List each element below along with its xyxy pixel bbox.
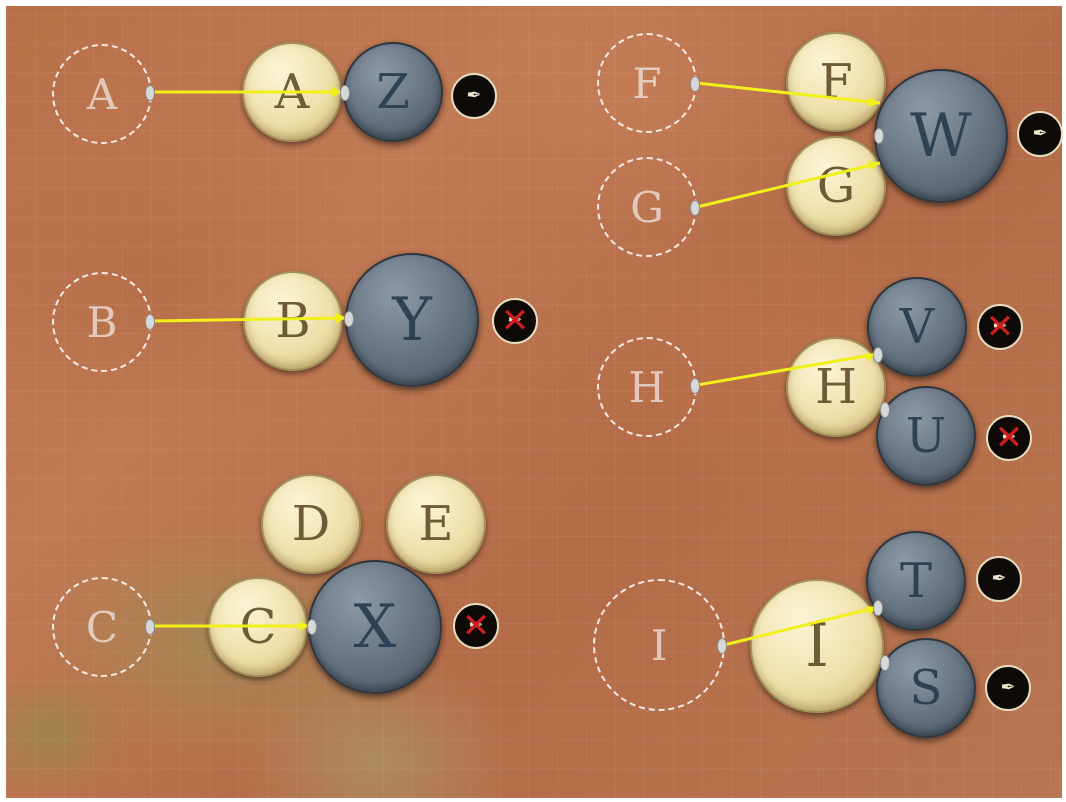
token-x[interactable]: X [308,560,442,694]
token-z-label: Z [376,68,409,116]
status-badge-y: ✒ ✕ [492,298,538,344]
token-v[interactable]: V [867,277,967,377]
status-badge-z: ✒ [451,73,497,119]
target-anchor-s[interactable] [880,655,890,671]
token-c-label: C [240,603,277,651]
target-anchor-t[interactable] [873,600,883,616]
token-h[interactable]: H [786,337,886,437]
slot-f-label: F [632,59,661,108]
token-t-label: T [900,557,932,605]
feather-icon: ✒ [1000,679,1015,697]
slot-b[interactable]: B [52,272,152,372]
slot-f[interactable]: F [597,33,697,133]
cross-icon: ✕ [977,304,1023,350]
token-s[interactable]: S [876,638,976,738]
drag-handle-i[interactable] [717,638,727,654]
slot-h-label: H [629,363,666,412]
token-h-label: H [815,363,857,411]
token-a-label: A [275,68,310,116]
status-badge-x: ✒ ✕ [453,603,499,649]
token-v-label: V [900,303,935,351]
status-badge-u: ✒ ✕ [986,415,1032,461]
slot-a-label: A [87,70,117,119]
token-b-label: B [275,297,310,345]
slot-c[interactable]: C [52,577,152,677]
token-g-label: G [817,162,855,210]
token-i-label: I [805,616,829,676]
token-y-label: Y [392,290,432,350]
token-y[interactable]: Y [345,253,479,387]
token-a[interactable]: A [242,42,342,142]
token-u[interactable]: U [876,386,976,486]
drag-handle-b[interactable] [145,314,155,330]
slot-c-label: C [86,603,118,652]
cross-icon: ✕ [453,603,499,649]
feather-icon: ✒ [1032,125,1047,143]
slot-g[interactable]: G [597,157,697,257]
token-i[interactable]: I [750,579,884,713]
slot-h[interactable]: H [597,337,697,437]
status-badge-w: ✒ [1017,111,1063,157]
target-anchor-v[interactable] [873,347,883,363]
target-anchor-z[interactable] [340,85,350,101]
token-g[interactable]: G [786,136,886,236]
token-c[interactable]: C [208,577,308,677]
token-t[interactable]: T [866,531,966,631]
token-u-label: U [906,412,946,460]
drag-handle-c[interactable] [145,619,155,635]
drag-handle-h[interactable] [690,378,700,394]
slot-b-label: B [87,298,118,347]
status-badge-s: ✒ [985,665,1031,711]
drag-handle-a[interactable] [145,85,155,101]
token-d-label: D [292,500,330,548]
slot-a[interactable]: A [52,44,152,144]
token-d[interactable]: D [261,474,361,574]
token-e[interactable]: E [386,474,486,574]
token-f-label: F [819,58,852,106]
token-w-label: W [910,106,972,166]
target-anchor-x[interactable] [307,619,317,635]
slot-g-label: G [630,183,664,232]
feather-icon: ✒ [991,570,1006,588]
slot-i-label: I [651,621,668,670]
token-f[interactable]: F [786,32,886,132]
target-anchor-w[interactable] [874,128,884,144]
drag-handle-f[interactable] [690,76,700,92]
feather-icon: ✒ [466,87,481,105]
cross-icon: ✕ [492,298,538,344]
cross-icon: ✕ [986,415,1032,461]
token-b[interactable]: B [243,271,343,371]
status-badge-v: ✒ ✕ [977,304,1023,350]
token-e-label: E [418,500,453,548]
token-w[interactable]: W [874,69,1008,203]
status-badge-t: ✒ [976,556,1022,602]
token-z[interactable]: Z [343,42,443,142]
token-x-label: X [354,597,397,657]
slot-i[interactable]: I [593,579,725,711]
drag-handle-g[interactable] [690,200,700,216]
target-anchor-y[interactable] [344,311,354,327]
token-s-label: S [910,664,943,712]
target-anchor-u[interactable] [880,402,890,418]
